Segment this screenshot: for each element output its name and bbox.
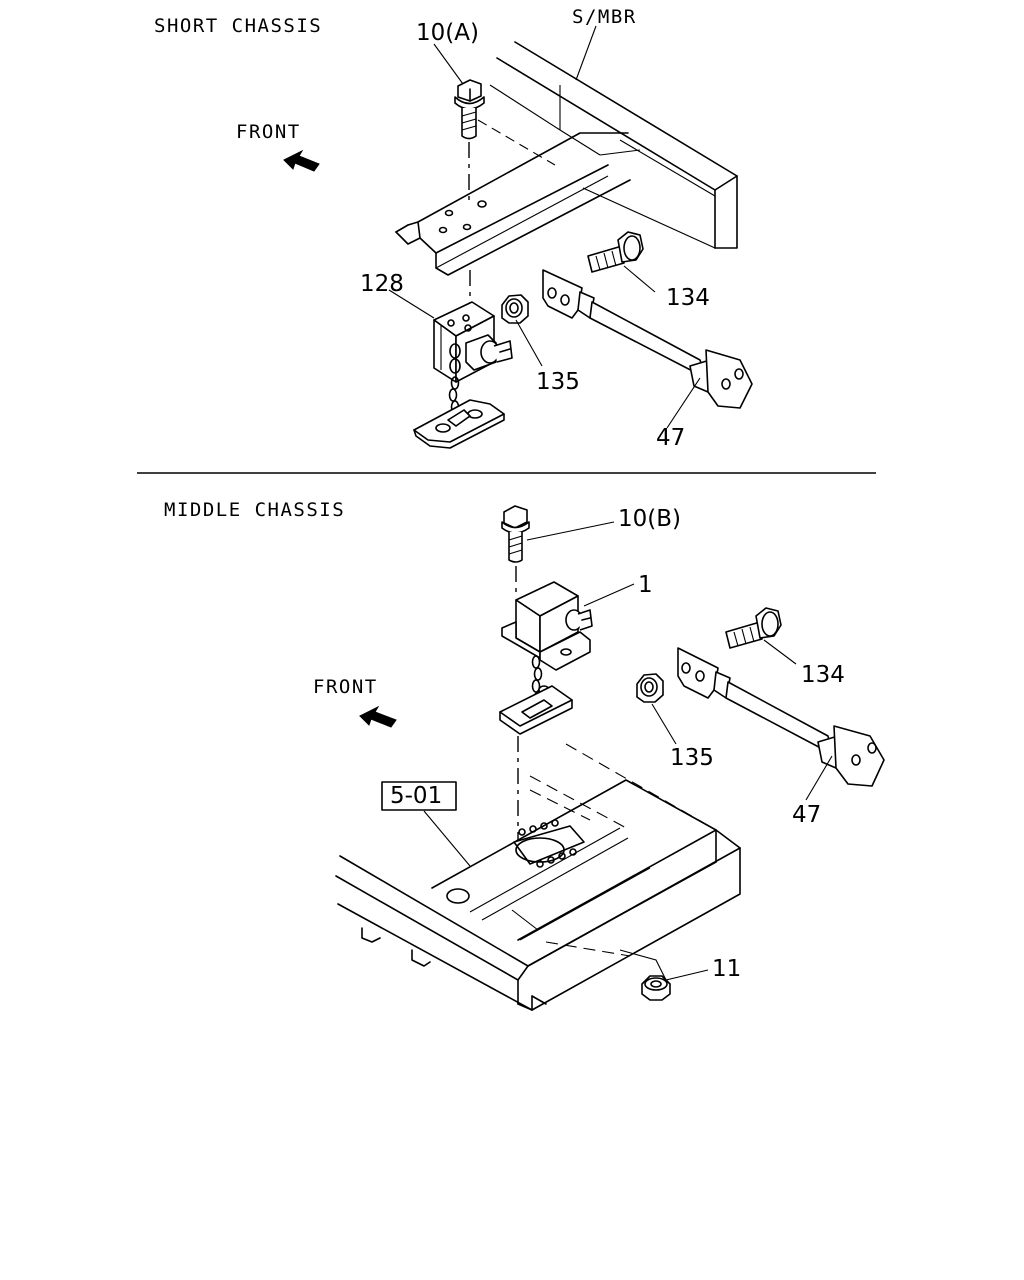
- switch-128: [433, 301, 513, 383]
- middle-frame: [335, 743, 741, 1011]
- callout-5-01: 5-01: [390, 783, 442, 809]
- middle-leader-lines: [526, 521, 833, 981]
- short-front-label: FRONT: [236, 121, 301, 143]
- nut-11: [641, 975, 671, 1001]
- callout-135-middle: 135: [670, 745, 714, 771]
- callout-10a: 10(A): [416, 20, 479, 46]
- middle-front-label: FRONT: [313, 676, 378, 698]
- bolt-10a: [454, 79, 485, 140]
- frame-reference-box: [381, 781, 471, 867]
- side-member-rail: [477, 41, 738, 249]
- front-arrow-icon: [283, 149, 320, 172]
- short-bracket-channel: [395, 132, 631, 276]
- short-switch-base-plate: [413, 399, 505, 449]
- link-47-middle: [677, 647, 885, 787]
- callout-135-short: 135: [536, 369, 580, 395]
- middle-chassis-section: MIDDLE CHASSIS FRONT: [164, 499, 885, 1011]
- nut-135-middle: [636, 673, 664, 703]
- callout-10b: 10(B): [618, 506, 681, 532]
- callout-47-short: 47: [656, 425, 685, 451]
- short-chassis-title: SHORT CHASSIS: [154, 15, 322, 37]
- callout-128: 128: [360, 271, 404, 297]
- short-leader-lines: [388, 25, 701, 429]
- switch-1: [501, 581, 593, 671]
- front-arrow-icon: [359, 705, 397, 728]
- middle-chassis-title: MIDDLE CHASSIS: [164, 499, 345, 521]
- nut-135-short: [501, 294, 529, 324]
- callout-47-middle: 47: [792, 802, 821, 828]
- callout-134-short: 134: [666, 285, 710, 311]
- side-member-label: S/MBR: [572, 6, 637, 28]
- middle-lower-bracket: [499, 685, 573, 735]
- callout-11: 11: [712, 956, 741, 982]
- bolt-10b: [501, 505, 530, 563]
- callout-1: 1: [638, 572, 653, 598]
- switch-mount-pad: [513, 819, 585, 868]
- bolt-134-middle: [725, 607, 782, 649]
- callout-134-middle: 134: [801, 662, 845, 688]
- bolt-134-short: [587, 231, 644, 273]
- short-chassis-section: SHORT CHASSIS FRONT S/MBR: [154, 6, 753, 451]
- link-47-short: [542, 269, 753, 409]
